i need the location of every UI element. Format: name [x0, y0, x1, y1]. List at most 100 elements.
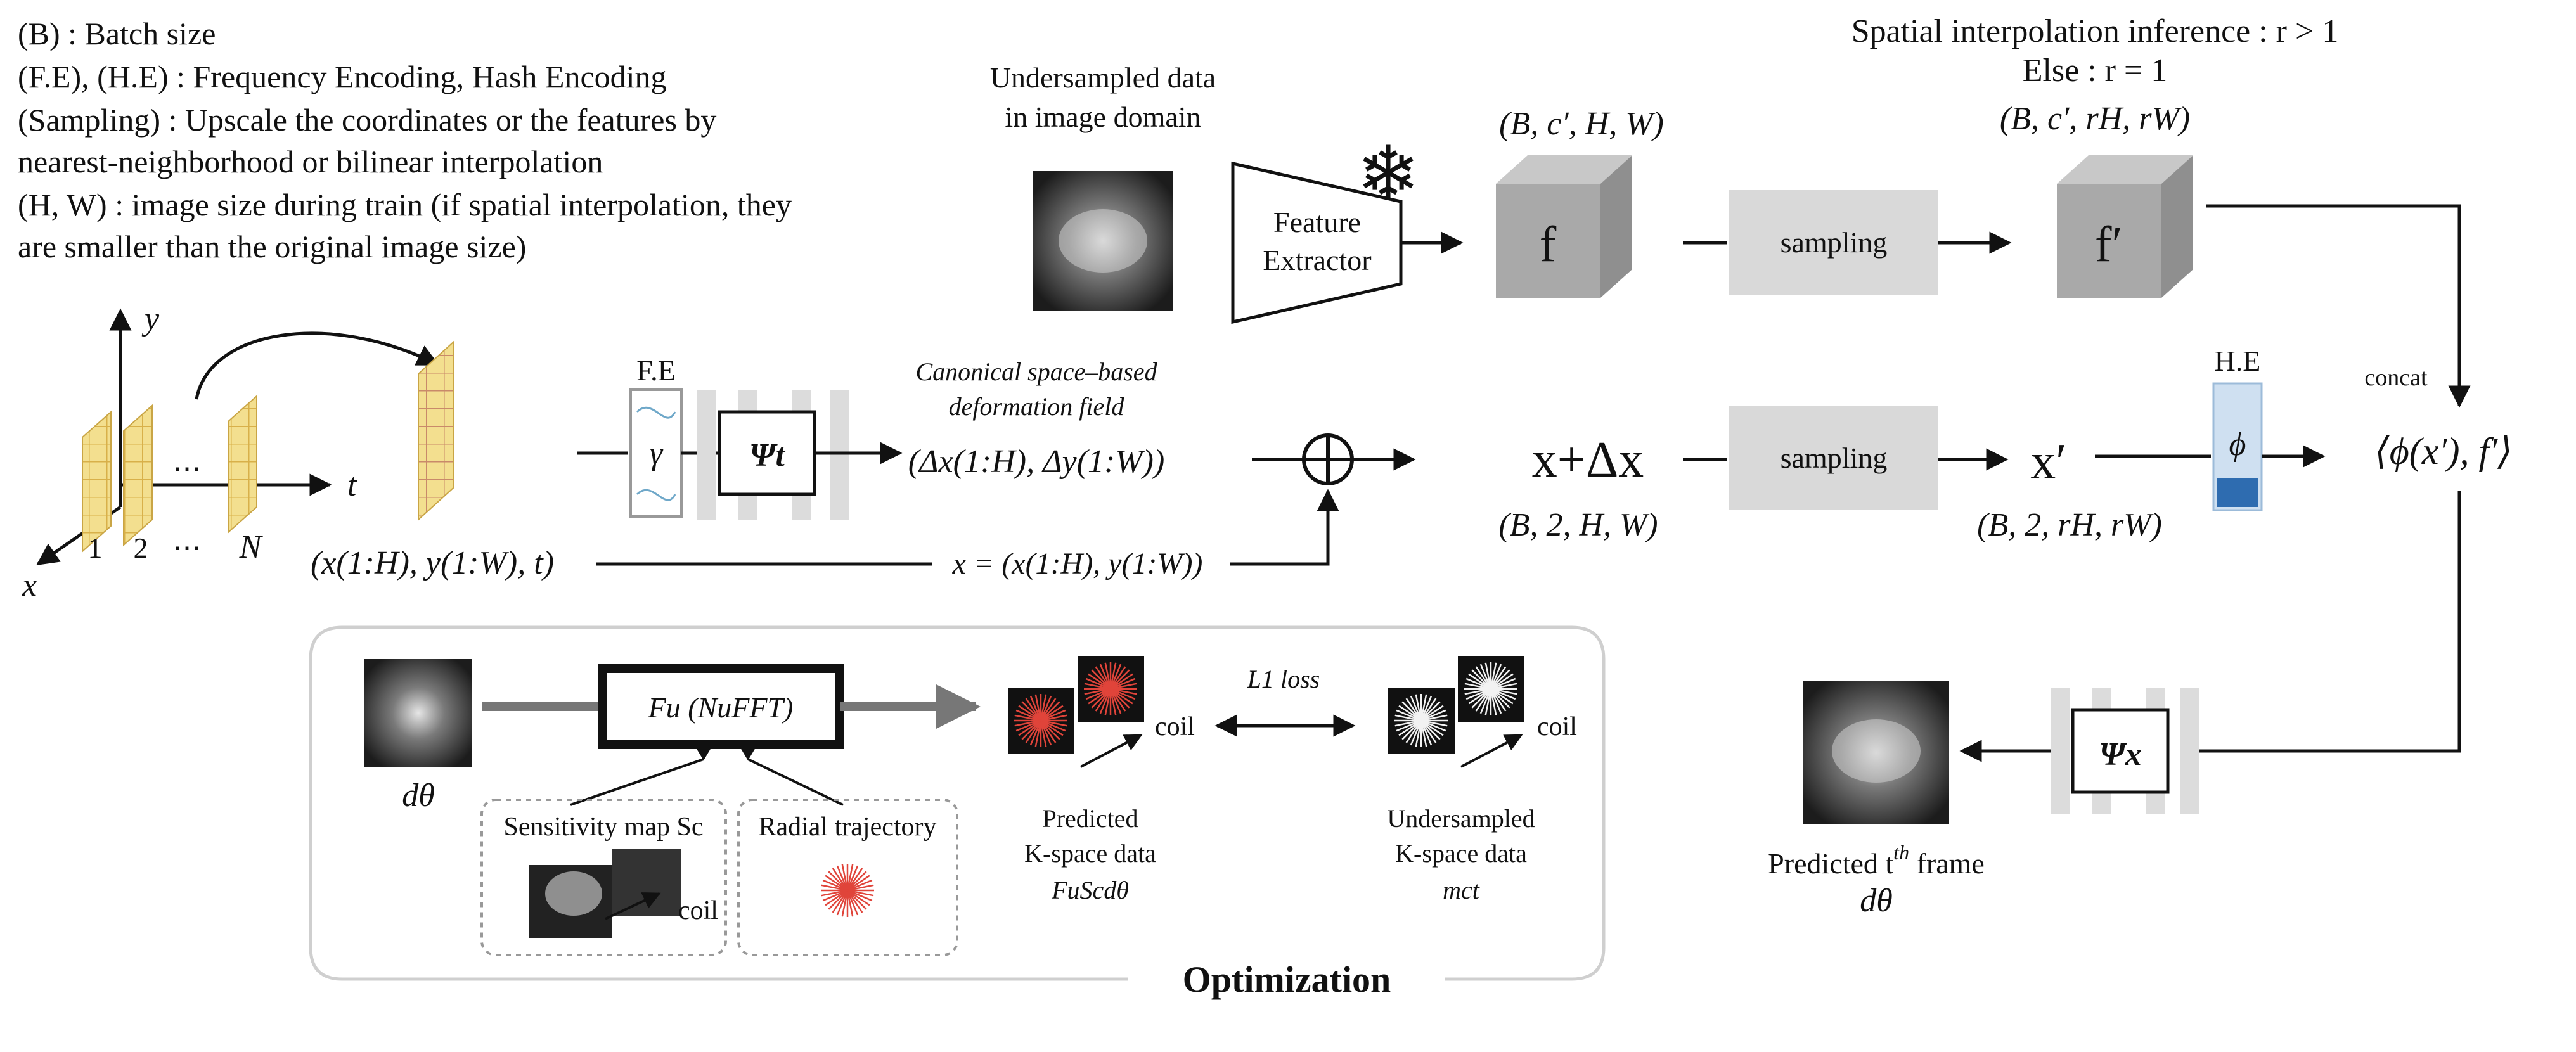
snowflake-icon: ❄ — [1356, 132, 1420, 217]
arrow-fprime-to-concat — [2206, 204, 2471, 408]
psi-x-stripe-4 — [2180, 688, 2199, 814]
xprime-label: x′ — [2030, 434, 2067, 490]
axis-t-label: t — [347, 467, 357, 503]
he-label: H.E — [2215, 345, 2261, 377]
arrow-xeq-to-plus — [1230, 489, 1339, 566]
pred-kspace-label-2: K-space data — [1024, 839, 1156, 868]
fprime-shape: (B, c′, rH, rW) — [2000, 101, 2190, 137]
gamma-label: γ — [650, 435, 664, 471]
sampling-label-mid: sampling — [1781, 442, 1888, 474]
frame-2 — [123, 404, 153, 547]
frame-dots-top: ⋯ — [172, 452, 202, 485]
cube-f-side — [1600, 155, 1632, 298]
predicted-frame-sup: th — [1893, 841, 1909, 864]
d-theta-image — [364, 659, 472, 767]
feature-extractor-trapezoid — [1231, 161, 1403, 324]
concat-label: concat — [2364, 364, 2428, 391]
arrow-frames-to-canonical — [195, 331, 440, 400]
mri-heart-blob — [1059, 209, 1147, 273]
cube-fprime-side — [2161, 155, 2193, 298]
l1-loss-label: L1 loss — [1247, 665, 1320, 693]
nufft-label: Fu (NuFFT) — [648, 691, 794, 724]
deform-label-2: deformation field — [949, 392, 1125, 421]
xdx-label: x+Δx — [1532, 432, 1644, 488]
cube-fprime-top — [2057, 155, 2193, 184]
undRays-spoke — [1464, 683, 1517, 695]
canonical-frame — [418, 340, 454, 522]
predicted-frame-label: Predicted tth frame — [1768, 841, 1985, 880]
und-kspace-label-1: Undersampled — [1387, 804, 1535, 833]
xprime-shape: (B, 2, rH, rW) — [1977, 507, 2162, 543]
gamma-wave-icon — [636, 406, 676, 501]
pred-kspace-rays — [1014, 662, 1137, 747]
line-sens-to-fu — [570, 758, 704, 806]
und-kspace-label-2: K-space data — [1395, 839, 1527, 868]
sampling-box-top — [1729, 190, 1938, 295]
cube-fprime-front — [2057, 184, 2161, 298]
und-coil-arrow — [1460, 734, 1523, 768]
feature-extractor-label-2: Extractor — [1263, 244, 1371, 276]
frame-dots-bottom: ⋯ — [172, 532, 202, 564]
cube-f-top — [1496, 155, 1632, 184]
undersampled-title-1: Undersampled data — [990, 61, 1216, 94]
frame-n — [228, 394, 257, 534]
und-kspace-label-3: mct — [1443, 876, 1480, 904]
x-eq-label: x = (x(1:H), y(1:W)) — [952, 547, 1203, 581]
sensitivity-map-label: Sensitivity map Sc — [504, 812, 704, 842]
psi-x-stripe-1 — [2051, 688, 2070, 814]
line-concat-to-psix — [2180, 491, 2461, 753]
sensitivity-map-image-back — [612, 849, 681, 916]
interp-label-2: Else : r = 1 — [2023, 53, 2168, 89]
predicted-frame-d: dθ — [1860, 883, 1893, 919]
axis-x-label: x — [22, 567, 37, 603]
cube-f-front — [1496, 184, 1600, 298]
legend-sampling: (Sampling) : Upscale the coordinates or … — [18, 102, 717, 138]
xdx-shape: (B, 2, H, W) — [1498, 507, 1658, 543]
nufft-input-notch-1 — [694, 745, 713, 760]
legend-sampling-cont: nearest-neighborhood or bilinear interpo… — [18, 144, 603, 179]
frame-1-label: 1 — [88, 532, 103, 564]
radial-trajectory-icon — [821, 864, 874, 917]
optimization-title: Optimization — [1183, 959, 1391, 1000]
sampling-box-mid — [1729, 406, 1938, 510]
line-radial-to-fu — [747, 758, 844, 806]
frame-2-label: 2 — [134, 532, 148, 564]
sens-coil-arrow — [605, 892, 661, 920]
pred-coil-arrow — [1080, 734, 1143, 768]
cube-fprime-label: f′ — [2095, 217, 2123, 273]
pred-heart-blob — [1832, 719, 1921, 783]
legend-image-size-cont: are smaller than the original image size… — [18, 229, 527, 264]
deform-label-1: Canonical space–based — [915, 357, 1157, 386]
frame-1 — [82, 410, 112, 553]
predRays-spoke — [1084, 683, 1137, 695]
psi-t-stripe-1 — [697, 390, 716, 520]
undRays-spoke — [1394, 714, 1448, 727]
radial-trajectory-label: Radial trajectory — [758, 812, 936, 842]
psi-x-box — [2071, 708, 2170, 794]
axis-y-label: y — [141, 301, 160, 337]
phi-label: ϕ — [2229, 427, 2246, 463]
radial-trajectory-box — [737, 799, 958, 956]
d-theta-label: dθ — [402, 778, 435, 814]
predicted-frame-label-2: frame — [1909, 847, 1985, 880]
psi-x-label: Ψx — [2099, 736, 2142, 773]
pred-kspace-label-3: FuScdθ — [1051, 876, 1129, 904]
concat-expression: ⟨ϕ(x′), f′⟩ — [2374, 430, 2512, 472]
delta-label: (Δx(1:H), Δy(1:W)) — [908, 444, 1165, 480]
sampling-label-top: sampling — [1781, 226, 1888, 259]
optimization-panel-border — [309, 625, 1606, 981]
und-kspace-rays — [1394, 662, 1517, 747]
frame-n-label: N — [239, 529, 264, 565]
pred-kspace-label-1: Predicted — [1042, 804, 1138, 833]
fe-label: F.E — [636, 354, 676, 387]
psi-t-label: Ψt — [749, 437, 786, 473]
legend-encodings: (F.E), (H.E) : Frequency Encoding, Hash … — [18, 59, 667, 94]
legend-image-size: (H, W) : image size during train (if spa… — [18, 187, 792, 222]
legend-batch-size: (B) : Batch size — [18, 16, 216, 51]
predicted-frame-label-1: Predicted t — [1768, 847, 1893, 880]
f-shape: (B, c′, H, W) — [1499, 106, 1664, 142]
und-coil-label: coil — [1537, 712, 1577, 741]
nufft-input-notch-2 — [738, 745, 757, 760]
interp-label-1: Spatial interpolation inference : r > 1 — [1852, 13, 2339, 49]
